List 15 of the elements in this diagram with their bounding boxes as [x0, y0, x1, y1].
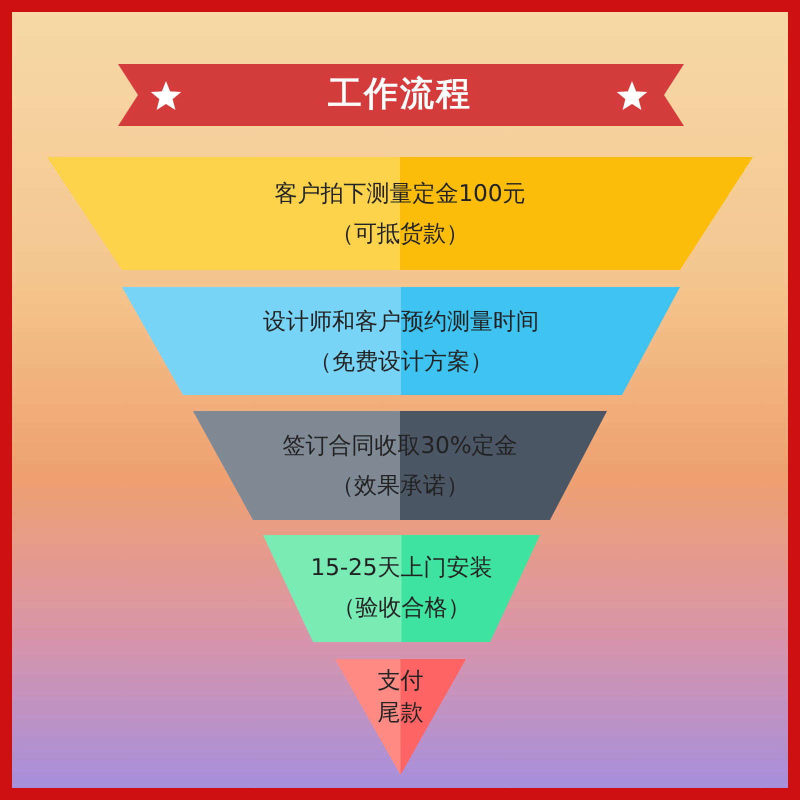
stage-note: （可抵货款） — [330, 220, 470, 249]
stage-note: （免费设计方案） — [308, 348, 494, 377]
stage-heading: 签订合同收取30%定金 — [281, 432, 519, 461]
stage-note: （效果承诺） — [330, 472, 470, 501]
stage-heading: 设计师和客户预约测量时间 — [262, 308, 540, 337]
stage-heading: 支付尾款 — [376, 667, 424, 728]
funnel-stage — [193, 411, 607, 520]
stage-heading: 客户拍下测量定金100元 — [274, 180, 526, 209]
stage-heading: 15-25天上门安装 — [310, 554, 494, 583]
funnel-stage — [47, 157, 753, 270]
funnel-tip — [335, 659, 466, 775]
funnel-stage — [122, 287, 680, 395]
funnel-stage — [263, 535, 540, 642]
title: 工作流程 — [327, 73, 473, 116]
stage-note: （验收合格） — [332, 594, 472, 623]
